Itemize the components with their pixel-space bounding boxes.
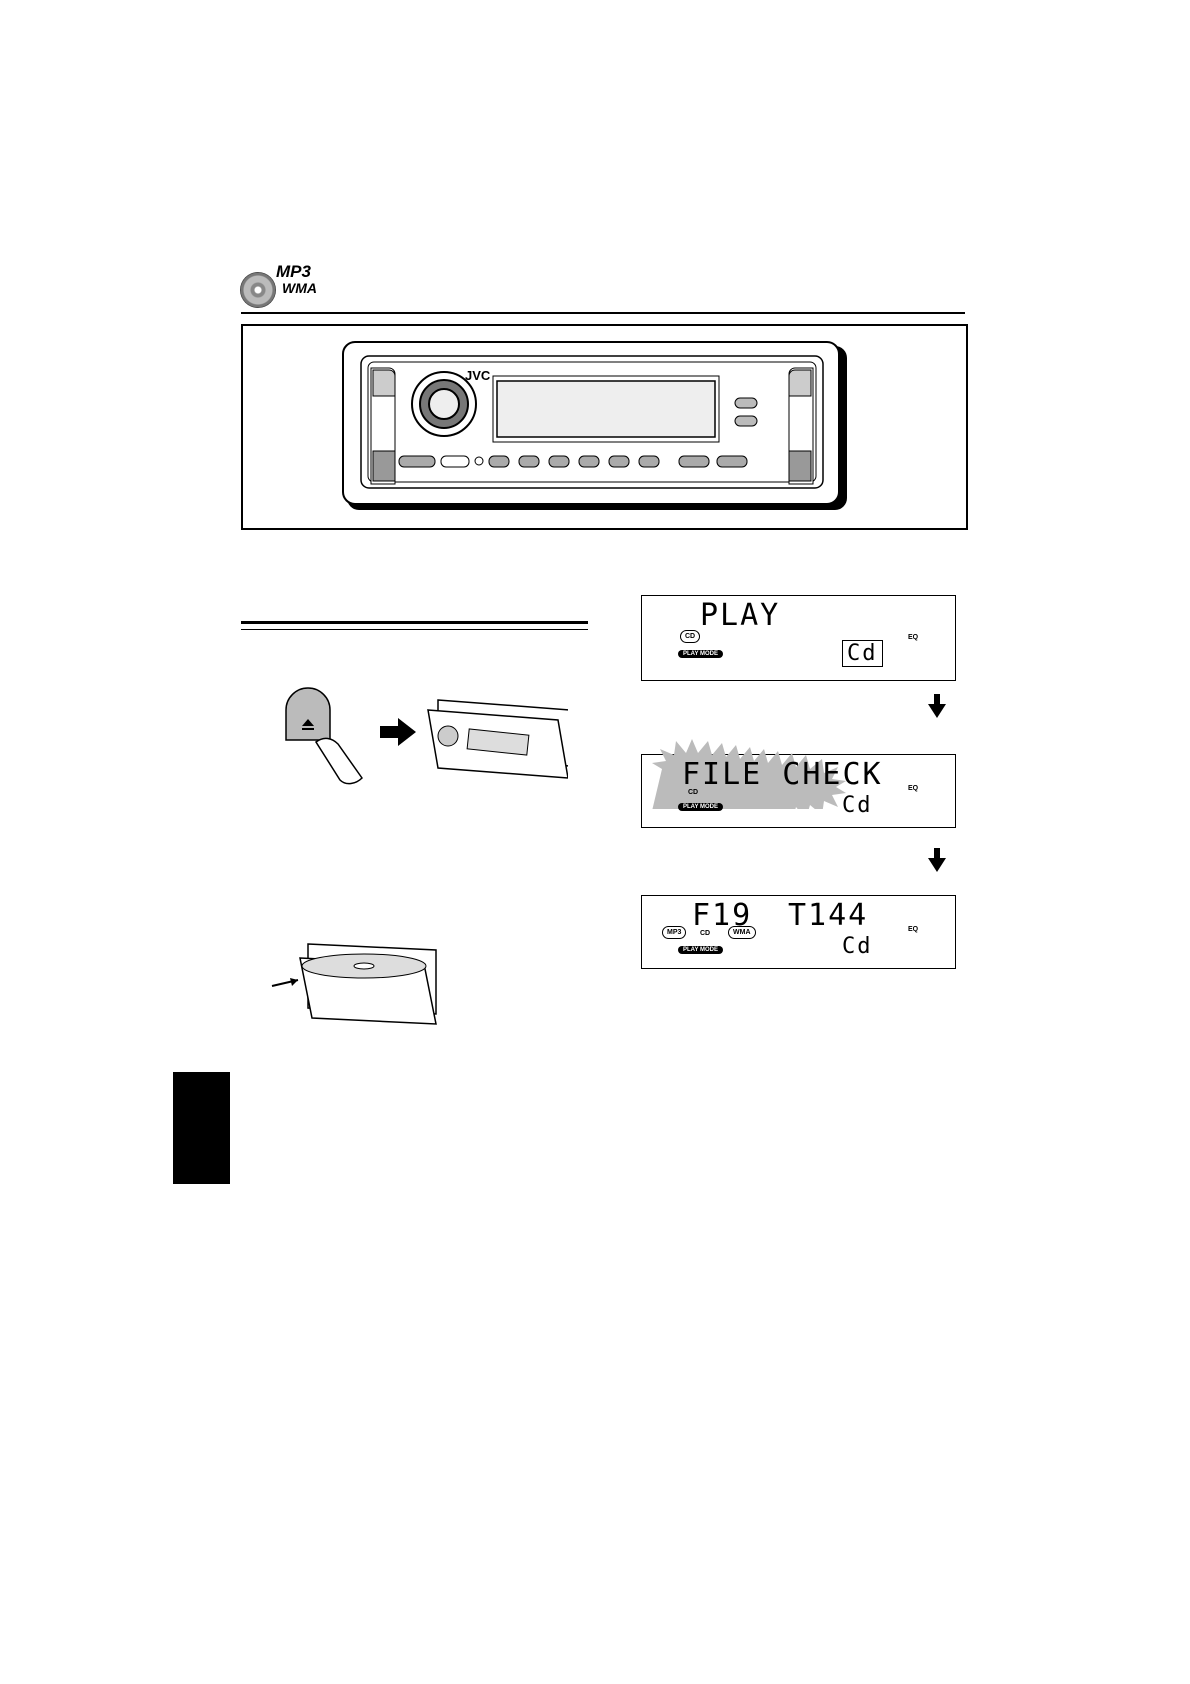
cd-indicator: CD	[688, 789, 699, 796]
cd-indicator: CD	[680, 630, 701, 643]
play-mode-indicator: PLAY MODE	[678, 803, 724, 811]
down-arrow-stem	[934, 694, 940, 704]
disc-icon	[240, 272, 276, 308]
cd-indicator: CD	[700, 930, 711, 937]
eq-indicator: EQ	[908, 634, 919, 641]
mp3-indicator: MP3	[662, 926, 687, 939]
insert-disc-illustration	[271, 943, 437, 1025]
language-side-tab	[173, 1072, 230, 1184]
play-mode-indicator: PLAY MODE	[678, 946, 724, 954]
lcd-display-file-check: FILE CHECK CD PLAY MODE EQ Cd	[641, 739, 956, 828]
eq-indicator: EQ	[908, 926, 919, 933]
flashing-burst	[652, 739, 846, 809]
eq-indicator: EQ	[908, 785, 919, 792]
down-arrow-stem	[934, 848, 940, 858]
control-panel-illustration: JVC	[241, 324, 968, 530]
lcd-main-text: PLAY	[700, 598, 781, 633]
lcd-corner-text: Cd	[842, 934, 873, 959]
lcd-display-play: PLAY CD PLAY MODE EQ Cd	[641, 595, 956, 681]
eject-illustration	[285, 687, 568, 785]
wma-indicator: WMA	[728, 926, 756, 939]
track-number: T144	[788, 898, 869, 933]
play-mode-indicator: PLAY MODE	[678, 650, 724, 658]
down-arrow-icon	[928, 858, 946, 872]
jvc-logo: JVC	[465, 368, 491, 383]
lcd-display-folder-track: F19 T144 MP3 CD WMA PLAY MODE EQ Cd	[641, 895, 956, 969]
badge-wma-label: WMA	[282, 280, 317, 296]
lcd-corner-text: Cd	[842, 793, 873, 818]
mp3-wma-badge: MP3 WMA	[240, 262, 330, 310]
header-rule	[241, 312, 965, 314]
section-rule	[241, 621, 588, 630]
lcd-corner-text: Cd	[842, 640, 883, 667]
badge-mp3-label: MP3	[276, 262, 311, 281]
folder-number: F19	[692, 898, 753, 933]
car-stereo-drawing: JVC	[342, 341, 847, 510]
down-arrow-icon	[928, 704, 946, 718]
lcd-main-text: FILE CHECK	[682, 757, 883, 792]
